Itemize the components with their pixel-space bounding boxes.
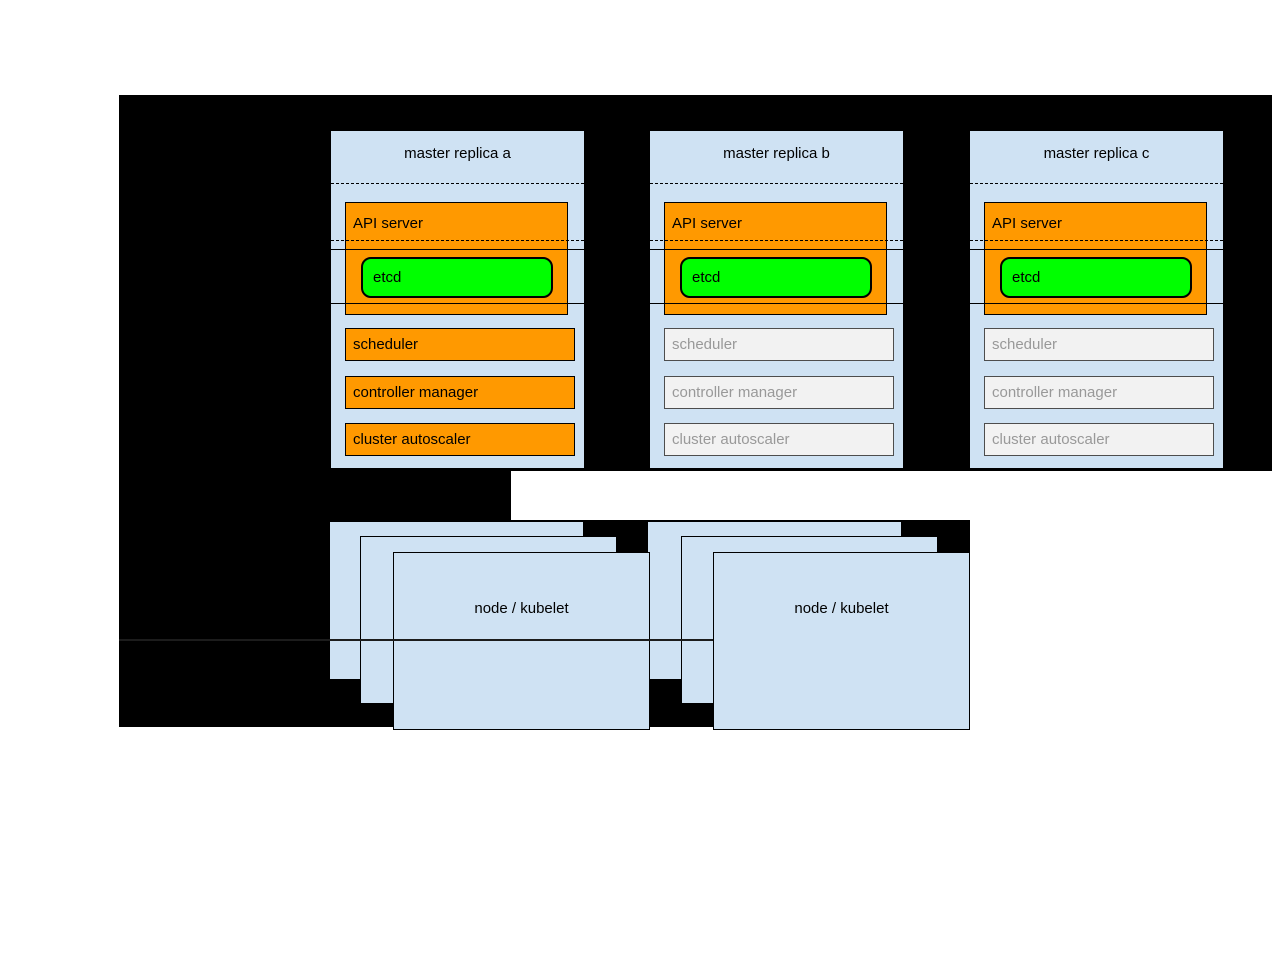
master-replica-a-title: master replica a: [404, 145, 511, 162]
etcd-tier-bottom-line: [970, 303, 1223, 304]
title-divider-dashed: [970, 183, 1223, 184]
etcd-label: etcd: [373, 269, 402, 286]
etcd-tier-bottom-line: [650, 303, 903, 304]
etcd-box: etcd: [361, 257, 553, 298]
api-divider-dashed: [970, 240, 1223, 241]
cluster-autoscaler-box: cluster autoscaler: [984, 423, 1214, 456]
title-divider-dashed: [331, 183, 584, 184]
master-replica-b-panel: master replica b API server etcd schedul…: [649, 130, 904, 469]
master-replica-a-panel: master replica a API server etcd schedul…: [330, 130, 585, 469]
etcd-tier-top-line: [331, 249, 584, 250]
node-card-front: node / kubelet: [713, 552, 970, 730]
node-card-front: node / kubelet: [393, 552, 650, 730]
etcd-label: etcd: [692, 269, 721, 286]
scheduler-box: scheduler: [984, 328, 1214, 361]
master-replica-b-title: master replica b: [723, 145, 830, 162]
controller-manager-box: controller manager: [345, 376, 575, 409]
etcd-label: etcd: [1012, 269, 1041, 286]
master-replica-c-title: master replica c: [1043, 145, 1150, 162]
cluster-autoscaler-box: cluster autoscaler: [345, 423, 575, 456]
api-server-label: API server: [992, 215, 1063, 232]
node-kubelet-label: node / kubelet: [794, 600, 889, 617]
etcd-tier-bottom-line: [331, 303, 584, 304]
node-connector-line: [119, 639, 713, 641]
etcd-tier-top-line: [650, 249, 903, 250]
api-divider-dashed: [331, 240, 584, 241]
api-server-label: API server: [353, 215, 424, 232]
controller-manager-box: controller manager: [984, 376, 1214, 409]
etcd-box: etcd: [680, 257, 872, 298]
master-replica-c-panel: master replica c API server etcd schedul…: [969, 130, 1224, 469]
scheduler-box: scheduler: [345, 328, 575, 361]
etcd-box: etcd: [1000, 257, 1192, 298]
controller-manager-box: controller manager: [664, 376, 894, 409]
node-kubelet-label: node / kubelet: [474, 600, 569, 617]
scheduler-box: scheduler: [664, 328, 894, 361]
cluster-autoscaler-box: cluster autoscaler: [664, 423, 894, 456]
title-divider-dashed: [650, 183, 903, 184]
api-divider-dashed: [650, 240, 903, 241]
api-server-label: API server: [672, 215, 743, 232]
canvas-background-left-tab: [119, 471, 511, 520]
etcd-tier-top-line: [970, 249, 1223, 250]
